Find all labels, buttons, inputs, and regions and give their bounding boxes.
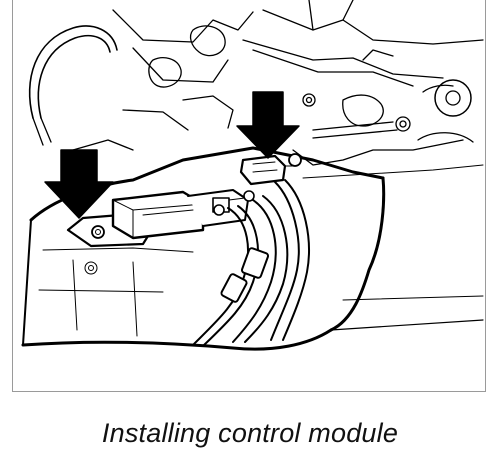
figure-caption: Installing control module [101,418,399,448]
upper-connector [239,153,302,186]
down-arrow-icon [44,149,114,219]
upper-engine-area [28,0,484,166]
illustration-frame [12,0,486,392]
installation-illustration [21,0,484,351]
wiring-harness [192,179,310,347]
down-arrow-icon [236,91,300,159]
